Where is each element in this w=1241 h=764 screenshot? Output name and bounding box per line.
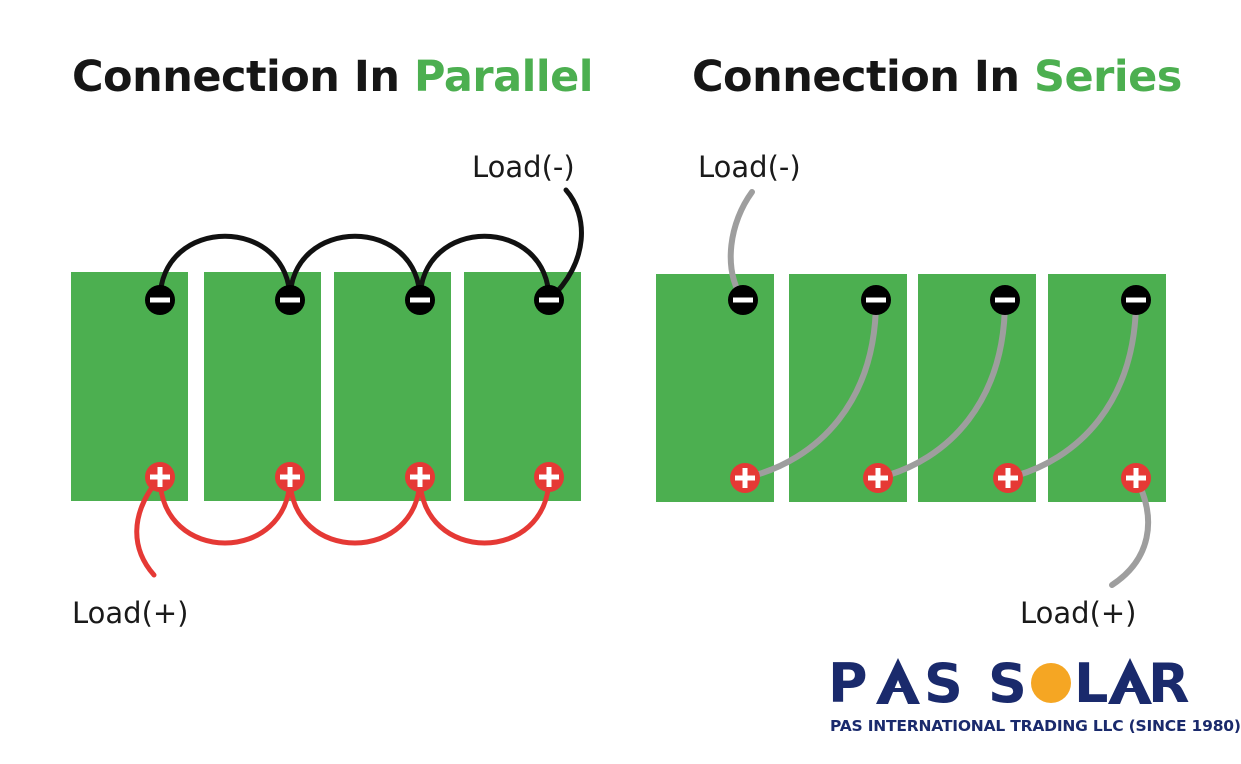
series-wire-1 <box>742 297 879 481</box>
parallel-battery-3 <box>334 272 451 501</box>
wiring-diagram: Load(-) Load(+) Loa <box>71 150 1166 630</box>
series-load-positive-lead <box>1109 475 1151 588</box>
parallel-positive-wire-1 <box>157 474 293 546</box>
series-load-positive-label: Load(+) <box>1020 596 1137 630</box>
pas-solar-wordmark: P S S L R <box>828 652 1190 715</box>
parallel-heading-accent: Parallel <box>413 52 593 102</box>
positive-terminal-icon <box>145 462 175 492</box>
parallel-negative-wire-3 <box>417 233 552 303</box>
svg-text:S: S <box>988 652 1027 715</box>
solar-panel-a-icon <box>1108 658 1152 704</box>
positive-terminal-icon <box>730 463 760 493</box>
parallel-battery-4 <box>464 272 581 501</box>
positive-terminal-icon <box>275 462 305 492</box>
negative-terminal-icon <box>728 285 758 315</box>
series-wire-3 <box>1005 297 1139 481</box>
series-heading-prefix: Connection In <box>692 52 1034 102</box>
negative-terminal-icon <box>990 285 1020 315</box>
sun-icon <box>1031 663 1071 703</box>
negative-terminal-icon <box>405 285 435 315</box>
series-load-negative-label: Load(-) <box>698 150 801 184</box>
negative-terminal-icon <box>1121 285 1151 315</box>
series-battery-1 <box>656 274 774 502</box>
parallel-negative-wires <box>157 187 584 303</box>
positive-terminal-icon <box>1121 463 1151 493</box>
parallel-load-positive-label: Load(+) <box>72 596 189 630</box>
series-wires <box>727 189 1151 588</box>
parallel-heading-prefix: Connection In <box>72 52 414 102</box>
svg-text:L: L <box>1074 652 1108 715</box>
parallel-diagram: Load(-) Load(+) <box>71 150 584 630</box>
logo-tagline: PAS INTERNATIONAL TRADING LLC (SINCE 198… <box>830 717 1241 735</box>
positive-terminal-icon <box>534 462 564 492</box>
parallel-load-negative-label: Load(-) <box>472 150 575 184</box>
parallel-batteries <box>71 272 581 501</box>
parallel-positive-wires <box>134 474 552 578</box>
positive-terminal-icon <box>993 463 1023 493</box>
svg-text:R: R <box>1148 652 1190 715</box>
series-negative-terminals <box>728 285 1151 315</box>
negative-terminal-icon <box>275 285 305 315</box>
series-battery-3 <box>918 274 1036 502</box>
positive-terminal-icon <box>405 462 435 492</box>
parallel-negative-wire-2 <box>287 233 423 303</box>
parallel-battery-2 <box>204 272 321 501</box>
series-batteries <box>656 274 1166 502</box>
negative-terminal-icon <box>534 285 564 315</box>
series-diagram: Load(-) Load(+) <box>656 150 1166 630</box>
series-wire-2 <box>875 297 1008 481</box>
series-battery-4 <box>1048 274 1166 502</box>
pas-solar-logo: P S S L R PAS INTERNATIONAL TRADING LLC … <box>828 652 1241 742</box>
parallel-heading: Connection In Parallel <box>72 52 593 102</box>
negative-terminal-icon <box>145 285 175 315</box>
parallel-positive-wire-3 <box>417 474 552 546</box>
series-battery-2 <box>789 274 907 502</box>
parallel-positive-terminals <box>145 462 564 492</box>
negative-terminal-icon <box>861 285 891 315</box>
parallel-negative-terminals <box>145 285 564 315</box>
svg-text:S: S <box>924 652 963 715</box>
solar-panel-a-icon <box>876 658 920 704</box>
series-heading-accent: Series <box>1033 52 1182 102</box>
series-positive-terminals <box>730 463 1151 493</box>
parallel-negative-wire-1 <box>157 233 293 303</box>
parallel-load-negative-lead <box>546 187 584 303</box>
series-heading: Connection In Series <box>692 52 1182 102</box>
svg-text:P: P <box>828 652 868 715</box>
positive-terminal-icon <box>863 463 893 493</box>
parallel-positive-wire-2 <box>287 474 423 546</box>
